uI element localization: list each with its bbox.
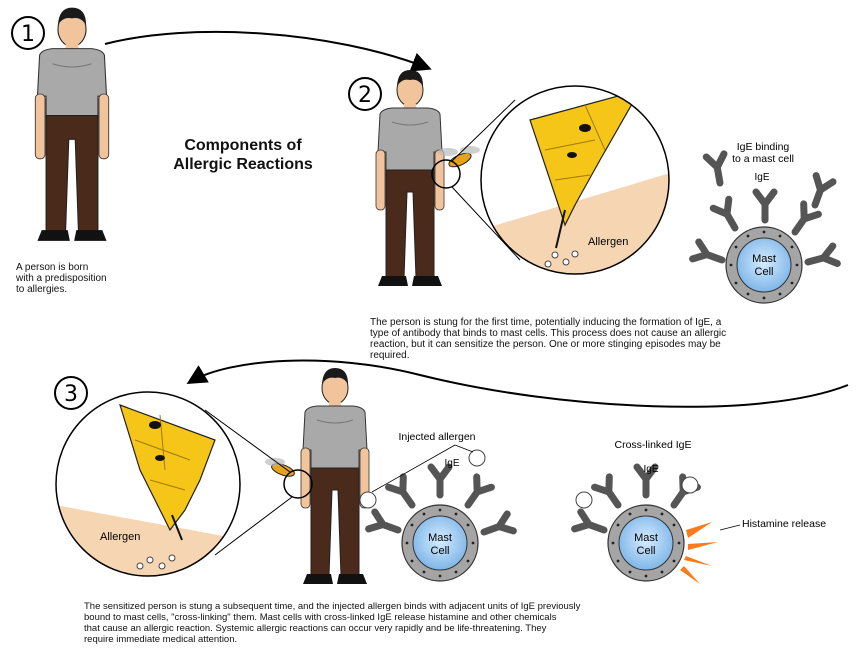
svg-text:Mast: Mast (752, 253, 776, 265)
svg-text:3: 3 (64, 382, 78, 407)
title-line-1: Components of (148, 136, 338, 155)
diagram-title: Components of Allergic Reactions (148, 136, 338, 174)
histamine-label: Histamine release (742, 518, 826, 530)
arrow-step2-to-3 (190, 361, 848, 407)
allergen-label-step3: Allergen (100, 531, 140, 543)
cross-linked-label: Cross-linked IgE (614, 439, 691, 451)
step-1-number: 1 (12, 17, 44, 49)
ige-label-step2: IgE (754, 172, 769, 183)
allergen-label-step2: Allergen (588, 236, 628, 248)
svg-text:2: 2 (358, 83, 372, 108)
svg-text:Cell: Cell (431, 545, 450, 557)
step-3-number: 3 (55, 377, 87, 409)
ige-binding-label-2: to a mast cell (732, 153, 794, 165)
svg-text:Cell: Cell (637, 545, 656, 557)
person-step2 (376, 70, 444, 286)
mast-cell-step3b: Mast Cell (575, 467, 740, 584)
caption-step1: A person is born with a predisposition t… (16, 262, 166, 295)
person-step3 (301, 368, 369, 584)
histamine-burst (680, 522, 718, 584)
ige-label-step3b: IgE (643, 464, 658, 475)
magnified-stinger-step2 (480, 80, 680, 280)
caption-step3: The sensitized person is stung a subsequ… (84, 601, 854, 645)
svg-text:1: 1 (21, 22, 35, 47)
wasp-icon-step3 (265, 458, 296, 479)
ige-binding-label: IgE binding (737, 141, 790, 153)
mast-cell-step3a: Mast Cell (360, 445, 513, 581)
injected-allergen-label: Injected allergen (398, 431, 475, 443)
arrow-step1-to-2 (105, 32, 428, 68)
caption-step2: The person is stung for the first time, … (370, 317, 855, 361)
svg-text:Cell: Cell (755, 266, 774, 278)
title-line-2: Allergic Reactions (148, 155, 338, 174)
step-2-number: 2 (349, 78, 381, 110)
svg-text:Mast: Mast (428, 532, 452, 544)
person-step1 (35, 8, 108, 241)
ige-label-step3: IgE (444, 458, 459, 469)
svg-text:Mast: Mast (634, 532, 658, 544)
